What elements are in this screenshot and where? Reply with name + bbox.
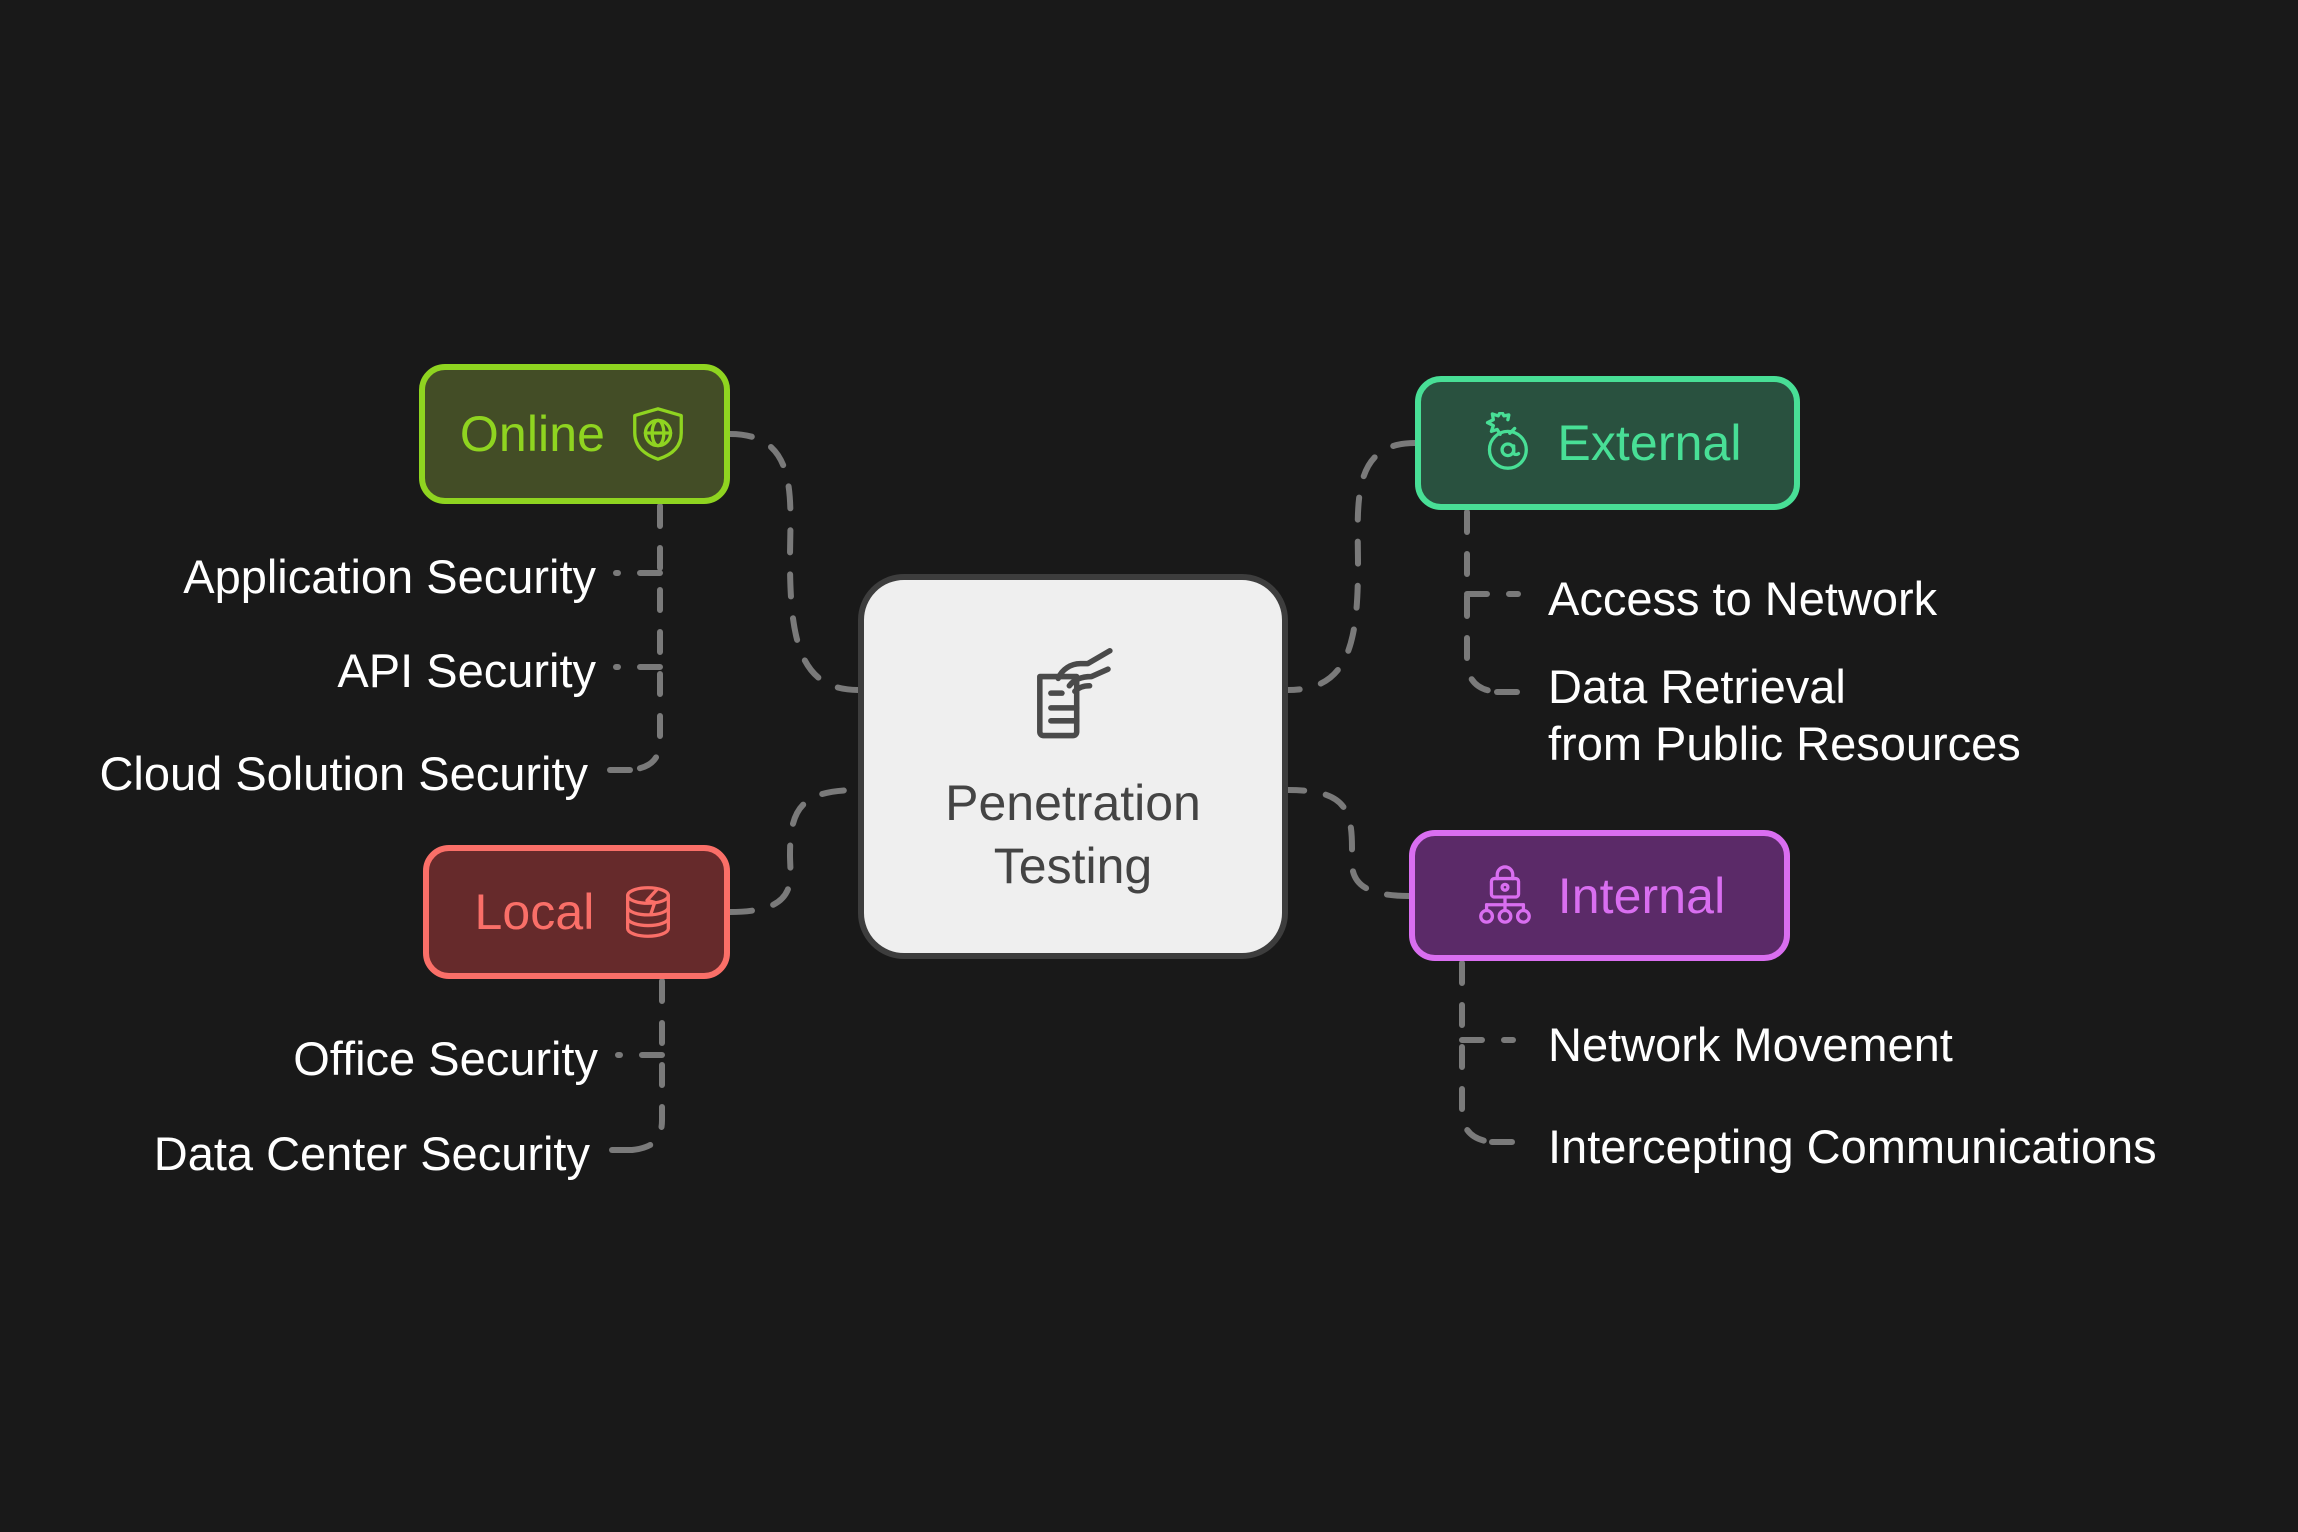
edge-center-external <box>1285 440 1418 693</box>
shield-globe-icon <box>633 407 683 461</box>
bomb-at-sign-icon <box>1486 412 1529 470</box>
database-stack-icon <box>625 886 670 938</box>
leaf-online-api-security: API Security <box>337 644 596 697</box>
edge-center-internal <box>1285 787 1412 899</box>
branch-label-external: External <box>1557 415 1742 471</box>
leaf-local-office-security: Office Security <box>293 1032 598 1085</box>
branch-label-internal: Internal <box>1557 867 1726 924</box>
twig-trunk-internal <box>1459 960 1495 1145</box>
leaf-external-data-retrieval: Data Retrieval from Public Resources <box>1548 660 2021 771</box>
center-node-penetration-testing[interactable]: Penetration Testing <box>858 574 1288 959</box>
branch-node-internal[interactable]: Internal <box>1409 830 1790 961</box>
branch-label-online: Online <box>459 406 606 462</box>
edge-center-online <box>727 431 861 693</box>
leaf-online-application-security: Application Security <box>183 550 596 603</box>
twig-trunk-external <box>1464 509 1500 695</box>
lock-network-tree-icon <box>1478 864 1531 924</box>
leaf-online-cloud-solution-security: Cloud Solution Security <box>99 747 588 800</box>
branch-label-local: Local <box>474 884 595 940</box>
leaf-internal-intercepting-communications: Intercepting Communications <box>1548 1120 2157 1173</box>
leaf-local-data-center-security: Data Center Security <box>153 1127 590 1180</box>
edge-center-local <box>727 787 861 915</box>
branch-node-online[interactable]: Online <box>419 364 730 504</box>
branch-node-external[interactable]: External <box>1415 376 1800 510</box>
leaf-external-access-to-network: Access to Network <box>1548 572 1938 625</box>
center-node-label: Penetration Testing <box>945 775 1201 894</box>
branch-node-local[interactable]: Local <box>423 845 730 979</box>
hand-writing-document-icon <box>1037 647 1113 739</box>
leaf-internal-network-movement: Network Movement <box>1548 1018 1953 1071</box>
twig-trunk-local <box>629 978 665 1153</box>
twig-trunk-online <box>627 503 663 773</box>
